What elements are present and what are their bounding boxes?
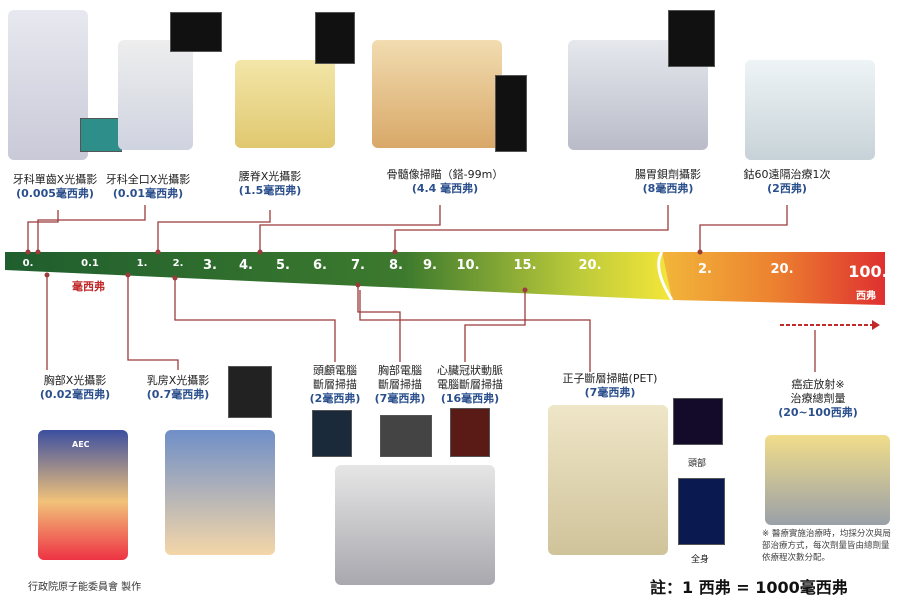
- cobalt60-therapy-illustration: [745, 60, 875, 160]
- tick-label: 20.: [770, 262, 794, 277]
- gi-barium-label: 腸胃鋇劑攝影(8毫西弗): [635, 168, 701, 195]
- dental-xray-image: [80, 118, 122, 152]
- tick-label: 5.: [276, 258, 290, 273]
- footnote: ※ 醫療實施治療時，均採分次與局部治療方式，每次劑量皆由總劑量依療程次數分配。: [762, 529, 891, 563]
- tick-label: 3.: [203, 258, 217, 273]
- pet-scanner-illustration: [548, 405, 668, 555]
- tick-label: 8.: [389, 258, 403, 273]
- scale-bar-msv: [5, 252, 672, 300]
- tick-label: 7.: [351, 258, 365, 273]
- tick-label: 9.: [423, 258, 437, 273]
- bone-scan-illustration: [372, 40, 502, 148]
- tick-label: 6.: [313, 258, 327, 273]
- mammogram-image: [228, 366, 272, 418]
- heart-ct-image: [450, 408, 490, 457]
- credit: 行政院原子能委員會 製作: [28, 582, 142, 593]
- chest-ct-image: [380, 415, 432, 457]
- pet-body-image: [678, 478, 725, 545]
- tick-label: 20.: [578, 258, 602, 273]
- coronary-ct-label: 心臟冠狀動脈 電腦斷層掃描(16毫西弗): [437, 364, 503, 405]
- tick-label: 15.: [513, 258, 537, 273]
- pet-body-caption: 全身: [690, 555, 710, 565]
- bone-scan-label: 骨髓像掃瞄（鎝-99m）(4.4 毫西弗): [386, 168, 504, 195]
- radiotherapy-illustration: [765, 435, 890, 525]
- chest-xray-label: 胸部X光攝影(0.02毫西弗): [39, 374, 111, 401]
- panoramic-dental-xray-illustration: [118, 40, 193, 150]
- head-ct-image: [312, 410, 352, 457]
- radiotherapy-label: 癌症放射※ 治療總劑量(20~100西弗): [778, 378, 858, 419]
- tick-label: 0.1: [81, 258, 99, 269]
- mascot-illustration: [38, 430, 128, 560]
- connector-lines: [27, 205, 816, 372]
- spine-xray-image: [315, 12, 355, 64]
- tick-label: 2.: [698, 262, 712, 277]
- bone-scan-image: [495, 75, 527, 152]
- tick-label: 100.: [848, 262, 888, 281]
- mammography-label: 乳房X光攝影(0.7毫西弗): [146, 374, 210, 401]
- pet-head-caption: 頭部: [687, 459, 707, 469]
- head-ct-label: 頭顱電腦 斷層掃描(2毫西弗): [309, 364, 361, 405]
- tick-label: 4.: [239, 258, 253, 273]
- unit-sv: 西弗: [856, 291, 876, 302]
- panoramic-xray-image: [170, 12, 222, 52]
- conversion-note: 註：1 西弗 = 1000毫西弗: [650, 578, 848, 597]
- tick-label: 10.: [456, 258, 480, 273]
- marker-dots: [25, 249, 703, 293]
- mascot-badge: AEC: [72, 440, 90, 449]
- pet-label: 正子斷層掃瞄(PET)(7毫西弗): [562, 372, 658, 399]
- ct-scanner-illustration: [335, 465, 495, 585]
- spine-xray-illustration: [235, 60, 335, 148]
- chest-ct-label: 胸部電腦 斷層掃描(7毫西弗): [374, 364, 426, 405]
- tick-label: 1.: [136, 258, 148, 269]
- pet-head-image: [673, 398, 723, 445]
- dental-xray-illustration: [8, 10, 88, 160]
- tick-label: 2.: [172, 258, 184, 269]
- mammography-illustration: [165, 430, 275, 555]
- scale-bar-sv: [662, 252, 885, 305]
- cobalt60-label: 鈷60遠隔治療1次(2西弗): [743, 168, 831, 195]
- dental-full-label: 牙科全口X光攝影(0.01毫西弗): [105, 173, 191, 200]
- scale-break: [657, 251, 674, 301]
- unit-msv: 毫西弗: [72, 280, 105, 293]
- spine-xray-label: 腰脊X光攝影(1.5毫西弗): [238, 170, 302, 197]
- dental-single-label: 牙科單齒X光攝影(0.005毫西弗): [12, 173, 98, 200]
- gi-xray-image: [668, 10, 715, 67]
- tick-label: 0.: [22, 258, 34, 269]
